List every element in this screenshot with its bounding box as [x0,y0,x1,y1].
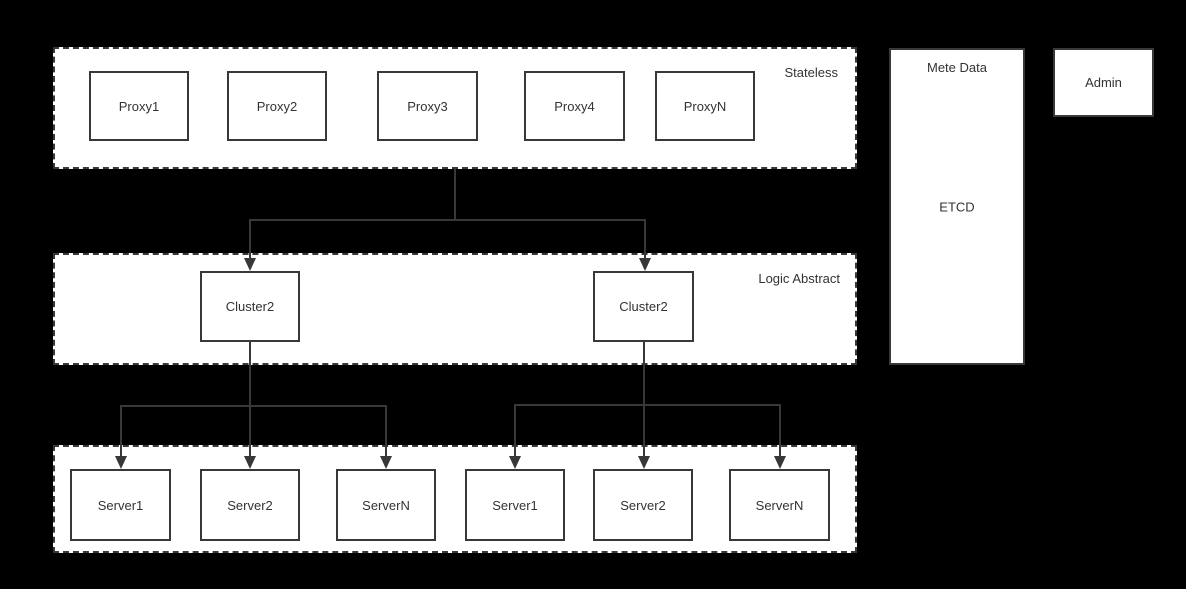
servers-container [53,445,857,553]
logic-abstract-container: Logic Abstract [53,253,857,365]
cluster-right-node: Cluster2 [593,271,694,342]
cluster-left-node: Cluster2 [200,271,300,342]
proxy1-node: Proxy1 [89,71,189,141]
meta-data-container: Mete Data ETCD [889,48,1025,365]
etcd-label: ETCD [939,199,975,214]
servern-right-node: ServerN [729,469,830,541]
stateless-label: Stateless [784,65,838,80]
proxy3-node: Proxy3 [377,71,478,141]
server2-right-node: Server2 [593,469,693,541]
proxy4-node: Proxy4 [524,71,625,141]
meta-data-label: Mete Data [927,60,987,75]
server2-left-node: Server2 [200,469,300,541]
proxy2-node: Proxy2 [227,71,327,141]
server1-left-node: Server1 [70,469,171,541]
admin-node: Admin [1053,48,1154,117]
logic-abstract-label: Logic Abstract [758,271,840,286]
server1-right-node: Server1 [465,469,565,541]
proxyn-node: ProxyN [655,71,755,141]
servern-left-node: ServerN [336,469,436,541]
